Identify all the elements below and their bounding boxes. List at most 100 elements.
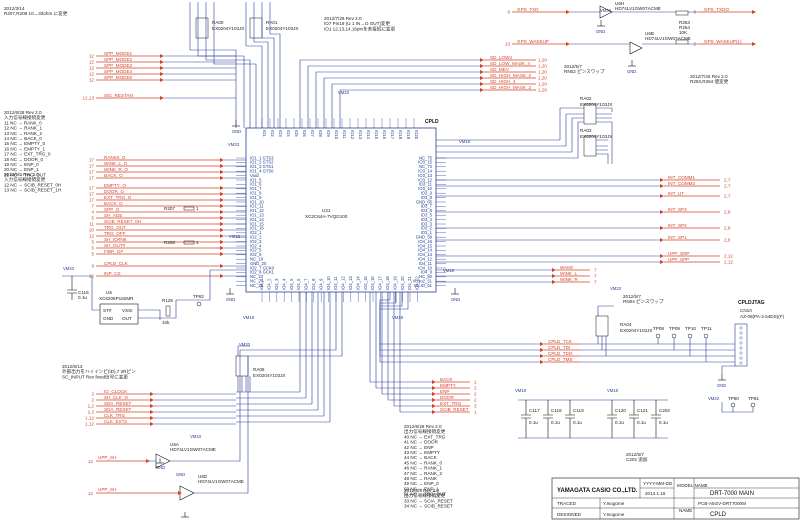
note-line: 49 NC → ENP_0 <box>404 481 439 486</box>
left-input-num: 17 <box>89 198 95 203</box>
svg-text:VM33: VM33 <box>228 142 240 147</box>
left-input-label: SCIB_RESET_0H <box>104 219 141 224</box>
company-name: YAMAGATA CASIO CO.,LTD. <box>557 488 638 494</box>
buffer-u6b-ref: U6B <box>645 31 654 36</box>
cap-ref: C120 <box>615 408 626 413</box>
cpld-pin-label: IO6 <box>302 130 307 137</box>
svg-text:GND: GND <box>627 69 636 74</box>
note-line: 47 NC → RANK_2 <box>404 471 442 476</box>
note-line: 41 NC → DOOR <box>404 440 439 445</box>
cpld-pin-label: IO16 <box>382 130 387 140</box>
note-line: 42 NC → ENP <box>404 445 434 450</box>
right-output-num: 2,8 <box>724 238 731 243</box>
note-line: 34 NC → SCIB_RESET <box>404 504 453 509</box>
cpld-pin-label: IO10 <box>334 130 339 140</box>
cpld-pin-label: IO4_1 <box>259 278 264 290</box>
left-input-num: 7 <box>91 204 94 209</box>
cpld-pin-label: IO4_10 <box>326 276 331 290</box>
jtag-ref: CN10 <box>740 308 752 313</box>
svg-text:GND: GND <box>176 472 185 477</box>
left-input-num: 17 <box>89 158 95 163</box>
cpld-pin-label: IO4_6 <box>296 278 301 290</box>
title-block: YAMAGATA CASIO CO.,LTD. YYYY-MM-DD 2014.… <box>551 477 800 520</box>
model-name: DRT-7000 MAIN <box>710 491 754 497</box>
top-bus-num: 1,20 <box>538 70 547 75</box>
cpld-pin-label: IO18 <box>398 130 403 140</box>
note-line: 45 NC → RANK_0 <box>404 460 442 465</box>
cpld-pin-label: IO2_2 <box>250 235 262 240</box>
resistor-r207-val: 1 <box>196 206 199 211</box>
gps-net-label: GPS_TXDO <box>704 7 729 12</box>
note-line: 48 NC → RANK <box>404 476 438 481</box>
cpld-pin-label: IO3_2 <box>421 226 433 231</box>
right-small-label: WAKE <box>560 265 573 270</box>
buffer-u6b-part: HD74LV1GW07ACME <box>645 36 691 41</box>
left-input-label: BACK_O <box>104 201 123 206</box>
left-input-label: SPP_MODE4 <box>104 69 133 74</box>
cpld-pin-label: IO4_13 <box>418 252 432 257</box>
title-date: 2014.1.16 <box>645 491 666 496</box>
right-small-label: WINK_L <box>560 271 578 276</box>
note-line: 12 NC → RANK_1 <box>4 126 42 131</box>
bottom-bus-num: 2 <box>474 392 477 397</box>
bottom-left-num: 2 <box>91 398 94 403</box>
left-input-label: WINK_L_O <box>104 161 128 166</box>
left-input-num: 8 <box>91 264 94 269</box>
top-bus-label: SD_HIGH_MASK_2 <box>490 85 532 90</box>
jtag-rn-part: EX0204Y103JX <box>620 328 652 333</box>
left-input-label: TRG_OUT <box>104 225 126 230</box>
note-line: 2012/6/13 <box>62 364 83 369</box>
cpld-pin-label: IO4_15 <box>363 276 368 290</box>
top-bus-num: 1,20 <box>538 82 547 87</box>
resnet-ra01-ref: RA01 <box>266 20 278 25</box>
regulator-cap-val: 0.1u <box>78 295 87 300</box>
svg-text:VM33: VM33 <box>600 8 612 13</box>
note-line: 15 NC → EMPTY_0 <box>4 141 46 146</box>
cpld-pin-label: IO4_18 <box>385 276 390 290</box>
cpld-pin-label: IO4_7 <box>304 278 309 290</box>
note-line: R207,R208 10→33ohm に変更 <box>4 10 68 17</box>
tp80-label: TP80 <box>728 396 739 401</box>
resnet-ra03-ref: RA03 <box>580 128 592 133</box>
right-output-label: INT_SP2 <box>668 223 687 228</box>
bottom-bus-num: 2 <box>474 386 477 391</box>
bottom-left-num: 1,2 <box>88 404 95 409</box>
cpld-pin-label: VccIO_51 <box>414 283 433 288</box>
bottom-bus-label: EXT_TRG <box>440 401 462 406</box>
series-resistors: R207 1 R208 1 <box>164 206 199 245</box>
right-small-num: 7 <box>594 268 597 273</box>
cpld-pin-label: IO1_2 GTS2 <box>250 160 274 165</box>
buffer-u6d-ref: U6D <box>198 474 208 479</box>
cpld-pin-label: IO4_9 <box>421 270 433 275</box>
jtag-tp-label: TP10 <box>685 326 696 331</box>
cpld-right-pins: NC_75IO3_15NC_73IO3_14IO3_13IO3_12IO3_11… <box>412 155 446 288</box>
left-input-label: INP_CS <box>104 271 121 276</box>
left-input-num: 12 <box>89 78 95 83</box>
cpld-pin-label: IO4_16 <box>370 276 375 290</box>
left-input-num: 17 <box>89 192 95 197</box>
top-bus-num: 1,20 <box>538 88 547 93</box>
svg-text:GND: GND <box>156 465 165 470</box>
cpld-pin-label: IO1_14 <box>250 217 264 222</box>
svg-text:VM33: VM33 <box>338 90 350 95</box>
note-line: 出力信号線接続変更 <box>404 492 446 499</box>
note-line: 44 NC → BACK <box>404 455 438 460</box>
svg-text:GND: GND <box>717 383 726 388</box>
cpld-pin-label: IO3 <box>278 130 283 137</box>
top-bus-label: SD_MEV <box>490 67 510 72</box>
svg-text:VM33: VM33 <box>708 396 720 401</box>
note-line: 入力信号線接続変更 <box>4 176 46 183</box>
resnet-ra02-ref: RA02 <box>580 96 592 101</box>
right-output-label: INT_UT <box>668 191 684 196</box>
cpld-pin-label: IO4_5 <box>289 278 294 290</box>
cpld-pin-label: IO17 <box>390 130 395 140</box>
bottom-bus-num: 3 <box>474 404 477 409</box>
top-bus-num: 1,20 <box>538 64 547 69</box>
top-bus-label: SD_LOW4 <box>490 55 512 60</box>
right-output-label: INT_COMM1 <box>668 175 695 180</box>
cpld-pin-label: NC_19 <box>250 257 264 262</box>
resnet-ra01-part: EX0204Y103JX <box>266 26 298 31</box>
bottom-bus-label: DOOR <box>440 395 454 400</box>
